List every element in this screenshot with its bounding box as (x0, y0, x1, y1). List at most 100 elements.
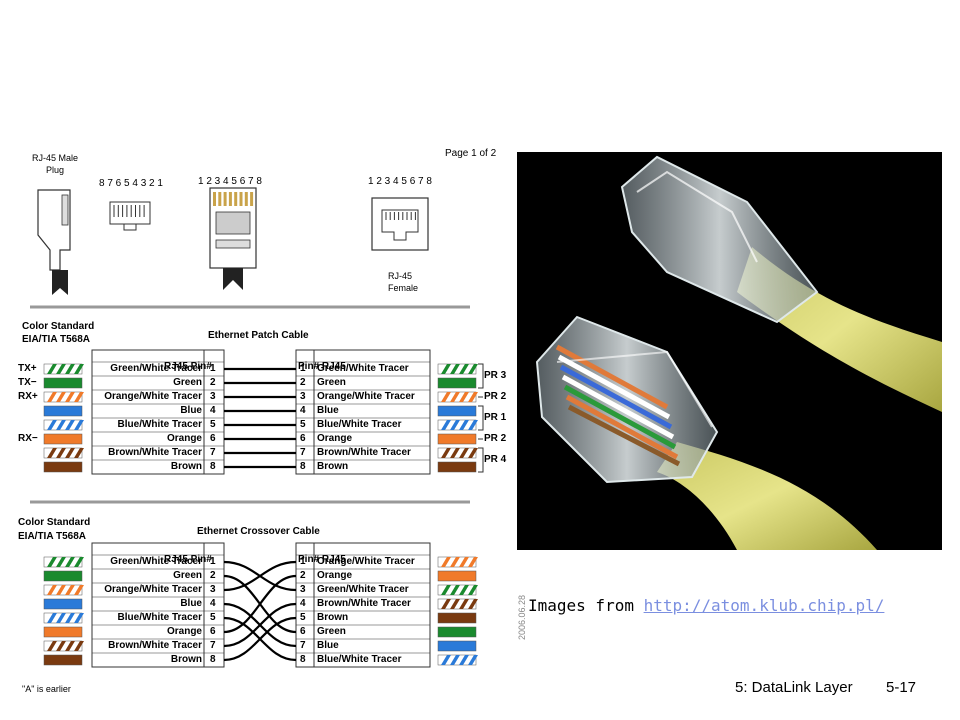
patch-left-swatch-stripe (65, 364, 75, 374)
crossover-left-swatch (43, 598, 83, 610)
patch-right-swatch-stripe (441, 364, 451, 374)
crossover-left-wire-label: Orange (166, 626, 202, 637)
patch-left-swatch-stripe (47, 364, 57, 374)
plug-ridge (215, 239, 251, 249)
crossover-left-swatch-stripe (74, 613, 84, 623)
cross-left-header: RJ45 Pin# (164, 554, 212, 565)
crossover-left-swatch (43, 626, 83, 638)
patch-right-swatch (437, 461, 477, 473)
crossover-right-swatch-stripe (468, 599, 478, 609)
patch-right-wire-label: Orange/White Tracer (317, 391, 415, 402)
patch-left-swatch-stripe (47, 420, 57, 430)
crossover-right-pin-number: 8 (300, 654, 306, 665)
patch-right-wire-label: Green (317, 377, 346, 388)
cross-title: Ethernet Crossover Cable (197, 526, 320, 537)
pair-label: PR 2 (484, 391, 507, 402)
patch-right-swatch-stripe (468, 420, 478, 430)
cross-right-header: Pin# RJ45 (298, 554, 346, 565)
crossover-right-swatch-stripe (468, 655, 478, 665)
crossover-right-swatch-stripe (441, 655, 451, 665)
patch-left-pin-number: 3 (210, 391, 216, 402)
crossover-right-swatch (437, 626, 477, 638)
plug-latch (61, 194, 69, 226)
crossover-left-swatch-stripe (56, 641, 66, 651)
patch-right-pin-number: 2 (300, 377, 306, 388)
crossover-left-swatch-stripe (47, 613, 57, 623)
footer-title: 5: DataLink Layer (735, 679, 853, 696)
patch-left-swatch-stripe (74, 364, 84, 374)
patch-left-pin-number: 6 (210, 433, 216, 444)
patch-right-header: Pin# RJ45 (298, 361, 346, 372)
patch-right-swatch-stripe (459, 420, 469, 430)
patch-standard-1: Color Standard (22, 321, 95, 332)
patch-left-swatch-stripe (47, 392, 57, 402)
cross-standard-2: EIA/TIA T568A (18, 531, 86, 542)
patch-right-wire-label: Brown (317, 461, 349, 472)
patch-right-swatch (437, 405, 477, 417)
crossover-left-table (91, 542, 225, 668)
crossover-right-swatch-stripe (450, 599, 460, 609)
patch-left-swatch (43, 461, 83, 473)
patch-left-wire-label: Blue (180, 405, 202, 416)
patch-left-swatch-stripe (56, 448, 66, 458)
crossover-left-swatch-stripe (74, 641, 84, 651)
pair-label: PR 4 (484, 454, 507, 465)
source-link[interactable]: http://atom.klub.chip.pl/ (643, 596, 885, 615)
crossover-right-wire-label: Blue/White Tracer (317, 654, 402, 665)
cross-standard-1: Color Standard (18, 517, 91, 528)
pins-reversed: 8 7 6 5 4 3 2 1 (99, 178, 163, 189)
signal-label: TX− (18, 377, 37, 388)
crossover-right-wire-label: Orange/White Tracer (317, 556, 415, 567)
patch-right-pin-number: 5 (300, 419, 306, 430)
patch-left-swatch (43, 405, 83, 417)
crossover-left-swatch-stripe (56, 585, 66, 595)
crossover-right-swatch (437, 570, 477, 582)
crossover-right-swatch-stripe (468, 585, 478, 595)
connector-photo (517, 152, 942, 550)
patch-left-swatch-stripe (56, 420, 66, 430)
pair-label: PR 2 (484, 433, 507, 444)
image-caption: Images from http://atom.klub.chip.pl/ (528, 596, 884, 615)
patch-right-swatch (437, 433, 477, 445)
crossover-right-swatch-stripe (459, 655, 469, 665)
crossover-left-swatch-stripe (65, 585, 75, 595)
crossover-right-pin-number: 2 (300, 570, 306, 581)
patch-right-swatch-stripe (441, 448, 451, 458)
crossover-wire (223, 616, 297, 662)
signal-label: RX− (18, 433, 38, 444)
patch-right-swatch (437, 377, 477, 389)
patch-right-swatch-stripe (468, 448, 478, 458)
patch-left-swatch (43, 377, 83, 389)
crossover-left-swatch-stripe (74, 585, 84, 595)
crossover-right-swatch-stripe (459, 557, 469, 567)
crossover-left-pin-number: 7 (210, 640, 216, 651)
pins-forward-1: 1 2 3 4 5 6 7 8 (198, 176, 262, 187)
crossover-left-pin-number: 6 (210, 626, 216, 637)
patch-left-swatch-stripe (65, 420, 75, 430)
crossover-right-swatch-stripe (441, 599, 451, 609)
patch-left-swatch-stripe (65, 448, 75, 458)
plug-label-2: Plug (46, 165, 65, 175)
plug-gold-pin (244, 192, 248, 206)
crossover-right-table (295, 542, 431, 668)
pins-forward-2: 1 2 3 4 5 6 7 8 (368, 176, 432, 187)
crossover-right-wire-label: Brown (317, 612, 349, 623)
plug-gold-pin (228, 192, 232, 206)
crossover-left-swatch-stripe (47, 641, 57, 651)
patch-right-swatch-stripe (450, 392, 460, 402)
rj45-plugs-image (535, 155, 942, 550)
patch-left-wire-label: Brown/White Tracer (108, 447, 202, 458)
patch-right-wire-label: Orange (317, 433, 353, 444)
crossover-left-swatch (43, 570, 83, 582)
crossover-left-swatch-stripe (47, 585, 57, 595)
patch-right-pin-number: 6 (300, 433, 306, 444)
patch-left-pin-number: 8 (210, 461, 216, 472)
patch-right-pin-number: 7 (300, 447, 306, 458)
crossover-right-pin-number: 7 (300, 640, 306, 651)
signal-label: TX+ (18, 363, 37, 374)
patch-right-wire-label: Brown/White Tracer (317, 447, 411, 458)
patch-right-pin-number: 8 (300, 461, 306, 472)
patch-right-wire-label: Green/White Tracer (317, 363, 409, 374)
crossover-left-swatch (43, 654, 83, 666)
crossover-left-wire-label: Green (173, 570, 202, 581)
